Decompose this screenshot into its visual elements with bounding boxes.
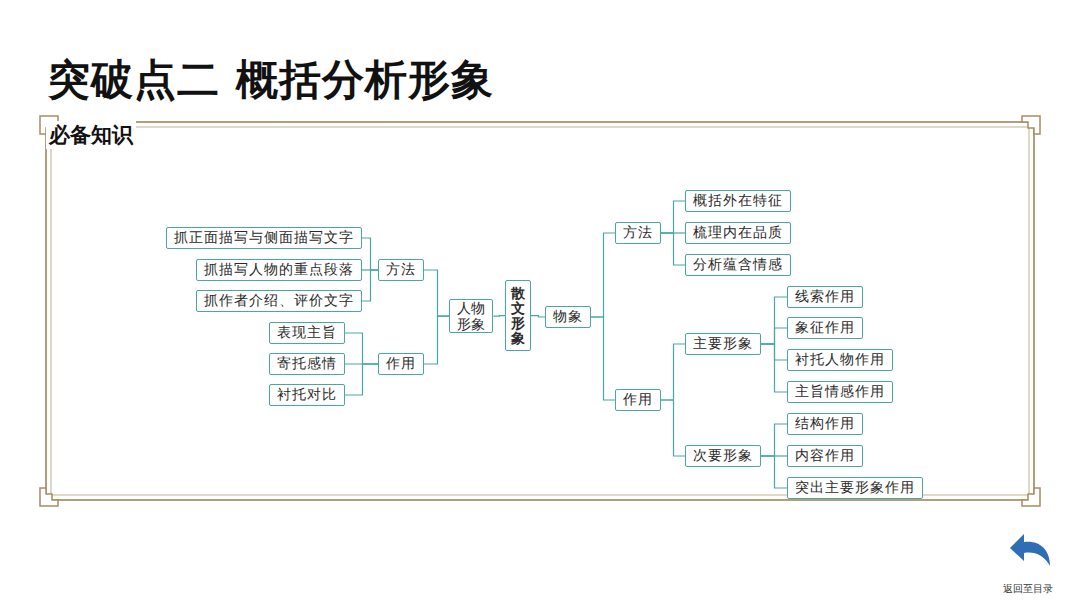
mindmap-box: 抓正面描写与侧面描写文字: [166, 227, 362, 249]
mindmap-box: 方法: [615, 222, 661, 244]
box-text: 方法: [386, 261, 416, 279]
box-text: 人物形象: [457, 300, 485, 332]
tree-connector: [345, 364, 378, 395]
section-heading: 必备知识: [46, 121, 136, 149]
mindmap-box: 突出主要形象作用: [787, 477, 923, 499]
mindmap-box: 抓描写人物的重点段落: [196, 259, 362, 281]
box-text: 概括外在特征: [693, 192, 783, 210]
tree-connector: [761, 344, 787, 392]
box-text: 抓正面描写与侧面描写文字: [174, 229, 354, 247]
box-text: 衬托对比: [277, 386, 337, 404]
mindmap-box: 象征作用: [787, 317, 863, 339]
box-text: 作用: [386, 355, 416, 373]
box-text: 散文形象: [511, 286, 525, 345]
box-text: 梳理内在品质: [693, 224, 783, 242]
tree-connector: [661, 201, 685, 233]
box-text: 主旨情感作用: [795, 383, 885, 401]
tree-connector: [424, 270, 449, 316]
mindmap-box: 概括外在特征: [685, 190, 791, 212]
tree-connector: [761, 297, 787, 344]
mindmap-box: 作用: [378, 353, 424, 375]
box-text: 物象: [553, 308, 583, 326]
tree-connector: [761, 456, 787, 488]
mindmap-box: 主要形象: [685, 333, 761, 355]
box-text: 结构作用: [795, 415, 855, 433]
mindmap-box: 作用: [615, 389, 661, 411]
box-text: 线索作用: [795, 288, 855, 306]
mindmap-box: 次要形象: [685, 445, 761, 467]
mindmap-box: 内容作用: [787, 445, 863, 467]
tree-connector: [362, 238, 378, 270]
page-title: 突破点二 概括分析形象: [48, 52, 494, 108]
mindmap-box: 分析蕴含情感: [685, 254, 791, 276]
box-text: 抓描写人物的重点段落: [204, 261, 354, 279]
box-text: 寄托感情: [277, 355, 337, 373]
box-text: 方法: [623, 224, 653, 242]
mindmap-box: 衬托对比: [269, 384, 345, 406]
tree-connector: [661, 400, 685, 456]
tree-connector: [661, 344, 685, 400]
mindmap-box: 方法: [378, 259, 424, 281]
tree-connector: [531, 316, 546, 317]
mindmap-box: 梳理内在品质: [685, 222, 791, 244]
tree-connector: [362, 270, 378, 301]
mindmap-box: 寄托感情: [269, 353, 345, 375]
mindmap-box: 表现主旨: [269, 322, 345, 344]
mindmap-box: 衬托人物作用: [787, 349, 893, 371]
box-text: 表现主旨: [277, 324, 337, 342]
box-text: 内容作用: [795, 447, 855, 465]
tree-connector: [345, 333, 378, 364]
tree-connector: [591, 233, 615, 317]
tree-connector: [424, 316, 449, 364]
mindmap-box: 人物形象: [449, 299, 493, 333]
mindmap-box: 主旨情感作用: [787, 381, 893, 403]
mindmap-box: 结构作用: [787, 413, 863, 435]
box-text: 主要形象: [693, 335, 753, 353]
box-text: 抓作者介绍、评价文字: [204, 292, 354, 310]
mindmap-box: 抓作者介绍、评价文字: [196, 290, 362, 312]
box-text: 作用: [623, 391, 653, 409]
box-text: 次要形象: [693, 447, 753, 465]
tree-connector: [591, 317, 615, 400]
tree-connector: [761, 424, 787, 456]
box-text: 分析蕴含情感: [693, 256, 783, 274]
box-text: 衬托人物作用: [795, 351, 885, 369]
return-label: 返回至目录: [1003, 582, 1053, 596]
mindmap-box: 线索作用: [787, 286, 863, 308]
mindmap-box: 物象: [545, 306, 591, 328]
tree-connector: [761, 328, 787, 344]
box-text: 突出主要形象作用: [795, 479, 915, 497]
tree-connector: [661, 233, 685, 265]
box-text: 象征作用: [795, 319, 855, 337]
mindmap-box: 散文形象: [505, 280, 531, 351]
tree-connector: [493, 315, 505, 317]
